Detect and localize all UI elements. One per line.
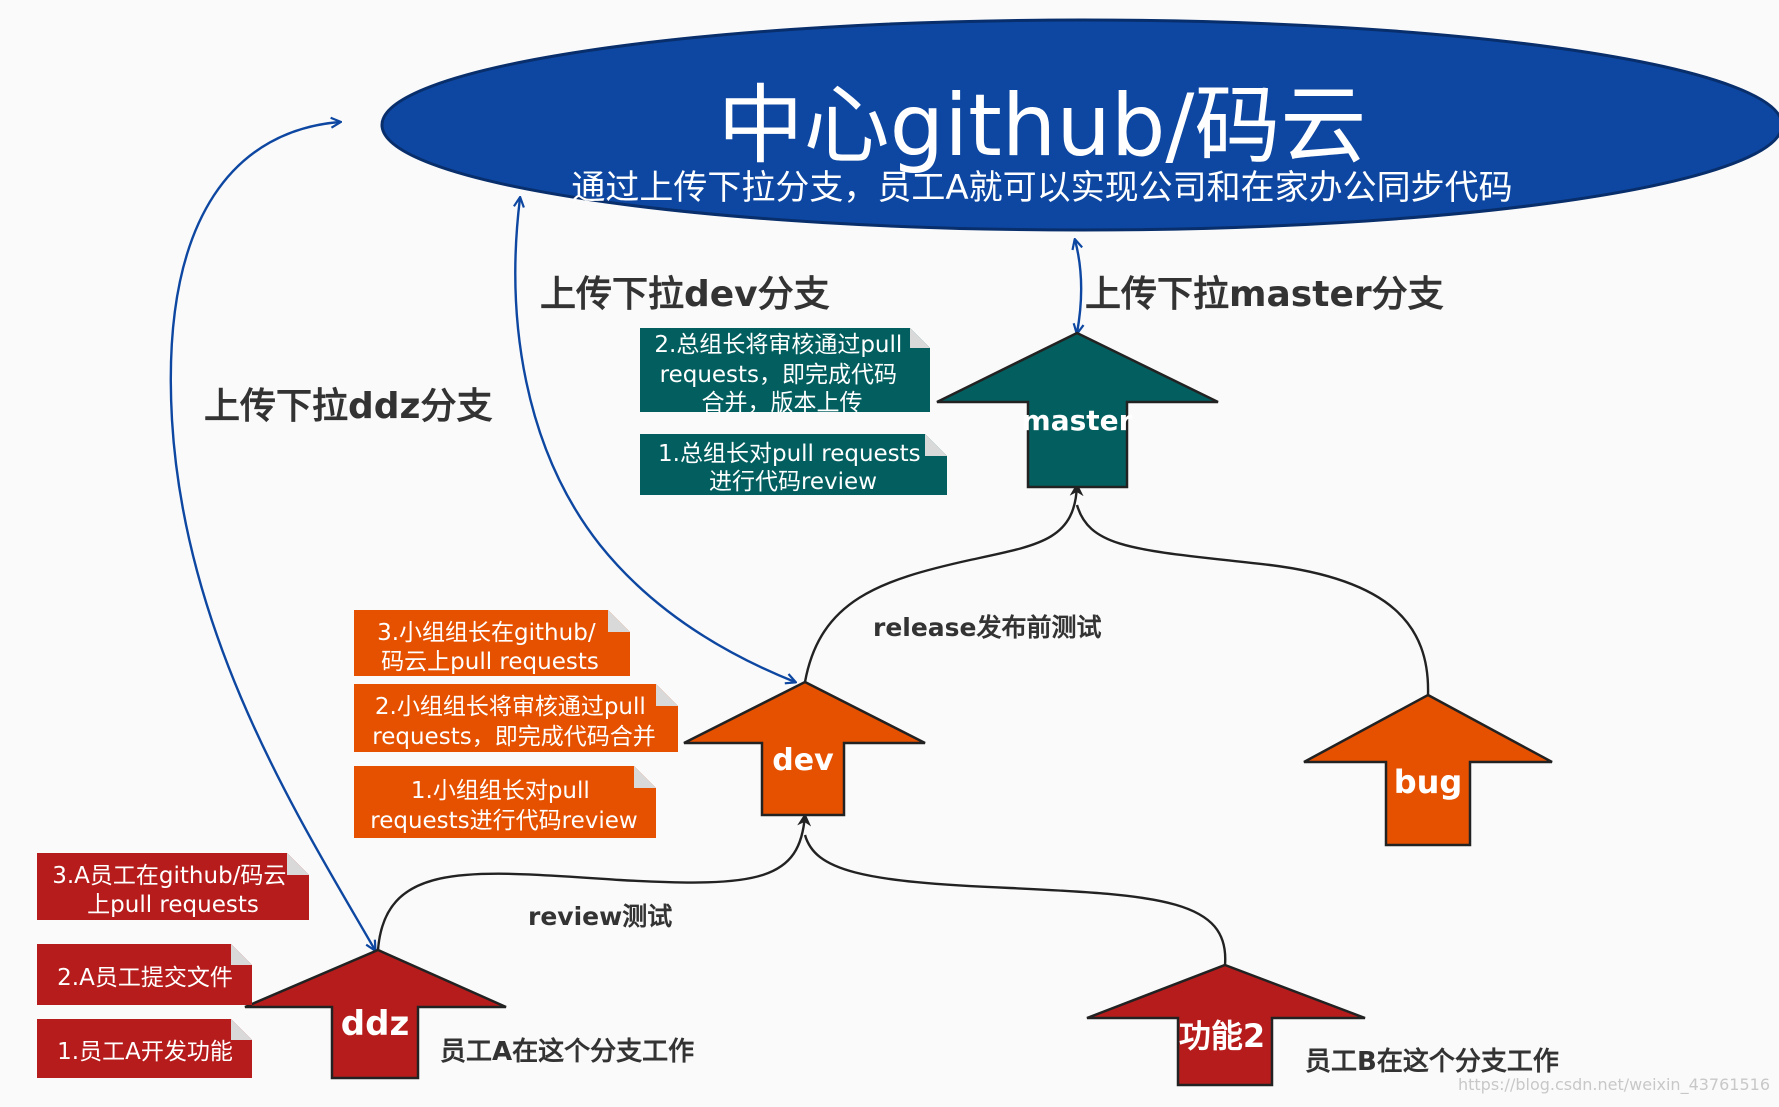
note-line: requests进行代码review bbox=[370, 808, 637, 834]
link-label-dev: 上传下拉dev分支 bbox=[540, 274, 830, 315]
branch-dev[interactable]: dev bbox=[683, 680, 926, 817]
note-dev-step3: 3.小组组长在github/ 码云上pull requests bbox=[354, 610, 630, 676]
branch-bug-label: bug bbox=[1394, 763, 1463, 801]
note-ddz-step3: 3.A员工在github/码云 上pull requests bbox=[37, 853, 309, 920]
svg-text:1.员工A开发功能: 1.员工A开发功能 bbox=[57, 1039, 233, 1065]
svg-text:1.小组组长对pull requests进行代码: 1.小组组长对pull requests进行代码review bbox=[370, 778, 637, 834]
branch-bug[interactable]: bug bbox=[1303, 693, 1553, 847]
svg-text:3.小组组长在github/ 码云上pull r: 3.小组组长在github/ 码云上pull requests bbox=[377, 620, 603, 675]
note-line: requests，即完成代码 bbox=[660, 362, 897, 388]
branch-master[interactable]: master bbox=[936, 331, 1219, 489]
note-dev-step2: 2.小组组长将审核通过pull requests，即完成代码合并 bbox=[354, 684, 678, 752]
edge-feature2-to-dev bbox=[803, 834, 1227, 966]
branch-dev-label: dev bbox=[772, 743, 834, 778]
note-line: 3.小组组长在github/ bbox=[377, 620, 596, 646]
edge-ddz-to-dev bbox=[376, 813, 812, 951]
edge-bug-to-master bbox=[1075, 504, 1430, 696]
ddz-sync-arrow bbox=[169, 122, 375, 950]
branch-ddz[interactable]: ddz bbox=[244, 948, 507, 1080]
link-label-ddz: 上传下拉ddz分支 bbox=[204, 386, 493, 427]
note-line: 3.A员工在github/码云 bbox=[52, 863, 286, 889]
branch-master-label: master bbox=[1022, 404, 1133, 437]
note-line: 2.小组组长将审核通过pull bbox=[375, 694, 646, 720]
dev-sync-arrow bbox=[515, 198, 795, 682]
svg-text:2.小组组长将审核通过pull requests: 2.小组组长将审核通过pull requests，即完成代码合并 bbox=[372, 694, 655, 750]
master-sync-arrow bbox=[1075, 240, 1081, 333]
branch-feature2-shape bbox=[1086, 963, 1366, 1087]
note-ddz-step2: 2.A员工提交文件 bbox=[37, 944, 252, 1005]
note-master-step2: 2.总组长将审核通过pull requests，即完成代码 合并，版本上传 bbox=[640, 328, 930, 416]
note-line: 2.总组长将审核通过pull bbox=[654, 332, 902, 358]
note-ddz-step1: 1.员工A开发功能 bbox=[37, 1019, 252, 1078]
note-master-step1: 1.总组长对pull requests 进行代码review bbox=[640, 434, 947, 495]
svg-text:1.总组长对pull requests 进行代码: 1.总组长对pull requests 进行代码review bbox=[658, 441, 928, 495]
hub-subtitle: 通过上传下拉分支，员工A就可以实现公司和在家办公同步代码 bbox=[571, 168, 1512, 208]
svg-text:2.总组长将审核通过pull requests，: 2.总组长将审核通过pull requests，即完成代码 合并，版本上传 bbox=[654, 332, 909, 416]
note-line: 进行代码review bbox=[709, 469, 877, 495]
branch-bug-shape bbox=[1303, 693, 1553, 847]
branch-dev-shape bbox=[683, 680, 926, 817]
branch-feature2[interactable]: 功能2 bbox=[1086, 963, 1366, 1087]
worker-b-label: 员工B在这个分支工作 bbox=[1305, 1046, 1559, 1077]
edge-label-release-test: release发布前测试 bbox=[873, 613, 1102, 642]
central-hub: 中心github/码云 通过上传下拉分支，员工A就可以实现公司和在家办公同步代码 bbox=[380, 18, 1779, 232]
note-line: 码云上pull requests bbox=[381, 649, 599, 675]
svg-text:3.A员工在github/码云 上pull re: 3.A员工在github/码云 上pull requests bbox=[52, 863, 294, 918]
watermark: https://blog.csdn.net/weixin_43761516 bbox=[1458, 1075, 1770, 1095]
note-line: 1.小组组长对pull bbox=[411, 778, 590, 804]
svg-text:2.A员工提交文件: 2.A员工提交文件 bbox=[57, 965, 233, 991]
branch-ddz-label: ddz bbox=[341, 1004, 409, 1044]
note-dev-step1: 1.小组组长对pull requests进行代码review bbox=[354, 766, 656, 838]
branch-master-shape bbox=[936, 331, 1219, 489]
edge-dev-to-master bbox=[803, 483, 1084, 683]
branch-ddz-shape bbox=[244, 948, 507, 1080]
worker-a-label: 员工A在这个分支工作 bbox=[440, 1036, 694, 1067]
edge-label-review-test: review测试 bbox=[528, 902, 672, 931]
note-line: 2.A员工提交文件 bbox=[57, 965, 233, 991]
note-line: 合并，版本上传 bbox=[702, 390, 863, 416]
hub-title: 中心github/码云 bbox=[718, 76, 1367, 176]
note-line: requests，即完成代码合并 bbox=[372, 724, 655, 750]
note-line: 上pull requests bbox=[87, 892, 259, 918]
branch-feature2-label: 功能2 bbox=[1179, 1017, 1265, 1055]
note-line: 1.总组长对pull requests bbox=[658, 441, 921, 467]
link-label-master: 上传下拉master分支 bbox=[1085, 274, 1444, 315]
note-line: 1.员工A开发功能 bbox=[57, 1039, 233, 1065]
hub-ellipse bbox=[380, 18, 1779, 232]
